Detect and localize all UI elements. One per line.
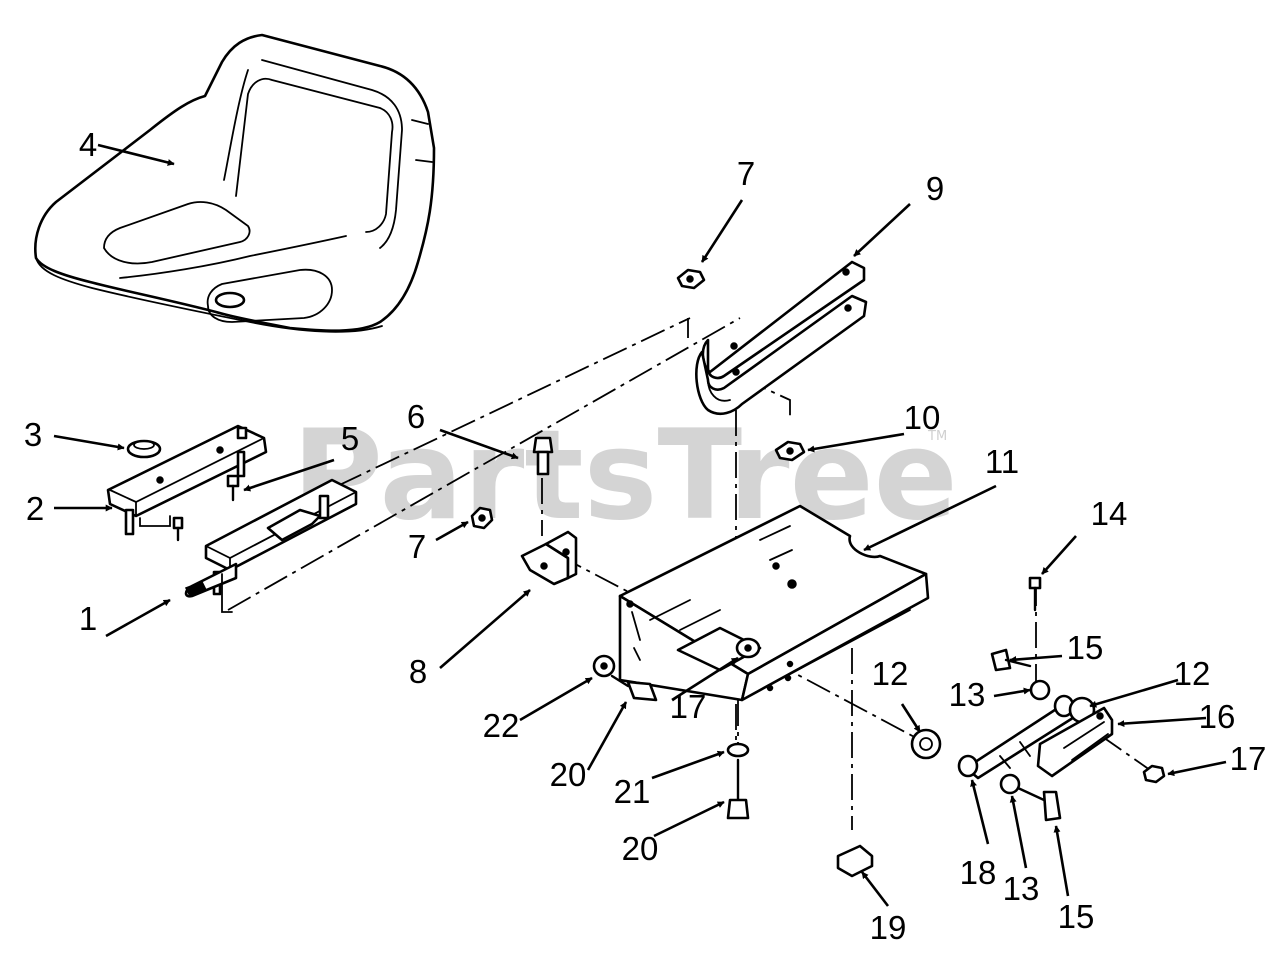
callout-c13b: 13 bbox=[1003, 870, 1040, 907]
callout-c7a: 7 bbox=[737, 155, 755, 192]
washer-13-upper bbox=[1029, 679, 1051, 701]
callout-c7b: 7 bbox=[408, 528, 426, 565]
parts-tree-watermark: PartsTree TM bbox=[292, 404, 958, 548]
callout-c20b: 20 bbox=[622, 830, 659, 867]
callout-c17b: 17 bbox=[1230, 740, 1267, 777]
callout-c22: 22 bbox=[483, 707, 520, 744]
callout-c21: 21 bbox=[614, 773, 651, 810]
seat-pivot-bracket bbox=[695, 260, 868, 416]
callout-c3: 3 bbox=[24, 416, 42, 453]
callout-c18: 18 bbox=[960, 854, 997, 891]
bolt-20-upper bbox=[610, 674, 658, 702]
bolt-14 bbox=[1028, 576, 1042, 612]
washer-21 bbox=[726, 742, 750, 758]
callout-c16: 16 bbox=[1199, 698, 1236, 735]
upper-seat-slide bbox=[106, 424, 268, 536]
callout-c5: 5 bbox=[341, 420, 359, 457]
shock-bracket bbox=[1036, 706, 1114, 778]
angle-bracket bbox=[520, 530, 578, 586]
callout-c12a: 12 bbox=[872, 655, 909, 692]
seat-bumper bbox=[126, 439, 162, 459]
callout-c13a: 13 bbox=[949, 676, 986, 713]
callout-c19: 19 bbox=[870, 909, 907, 946]
slide-mounting-screws bbox=[172, 474, 240, 542]
washer-22 bbox=[592, 654, 616, 678]
seat-pad-19 bbox=[836, 844, 874, 878]
nut-17-right bbox=[1142, 764, 1166, 784]
bolt-6 bbox=[532, 436, 554, 476]
watermark-text: PartsTree bbox=[292, 404, 958, 548]
seat bbox=[34, 33, 436, 333]
watermark-trademark: TM bbox=[927, 429, 947, 444]
callout-c6: 6 bbox=[407, 398, 425, 435]
callout-c12b: 12 bbox=[1174, 655, 1211, 692]
callout-c14: 14 bbox=[1091, 495, 1128, 532]
callout-c9: 9 bbox=[926, 170, 944, 207]
bolt-20-lower bbox=[726, 758, 750, 820]
bolt-15-lower bbox=[1016, 786, 1062, 822]
lower-seat-slide bbox=[184, 478, 358, 613]
nut-17-left bbox=[735, 637, 761, 659]
callout-c17a: 17 bbox=[670, 688, 707, 725]
callout-c11: 11 bbox=[985, 443, 1019, 480]
callout-c8: 8 bbox=[409, 653, 427, 690]
leader-arrows bbox=[53, 143, 1227, 907]
callout-c4: 4 bbox=[79, 126, 97, 163]
nut-7-lower bbox=[470, 506, 494, 530]
seat-mounting-pan bbox=[618, 504, 930, 702]
callout-c1: 1 bbox=[79, 600, 97, 637]
callout-c15b: 15 bbox=[1058, 898, 1095, 935]
callout-c10: 10 bbox=[904, 399, 941, 436]
nut-7-upper bbox=[676, 268, 706, 290]
bushing-12 bbox=[910, 728, 942, 760]
washer-13-lower bbox=[999, 773, 1021, 795]
callout-c15a: 15 bbox=[1067, 629, 1104, 666]
callout-c20a: 20 bbox=[550, 756, 587, 793]
nut-10 bbox=[774, 440, 806, 462]
callout-c2: 2 bbox=[26, 490, 44, 527]
